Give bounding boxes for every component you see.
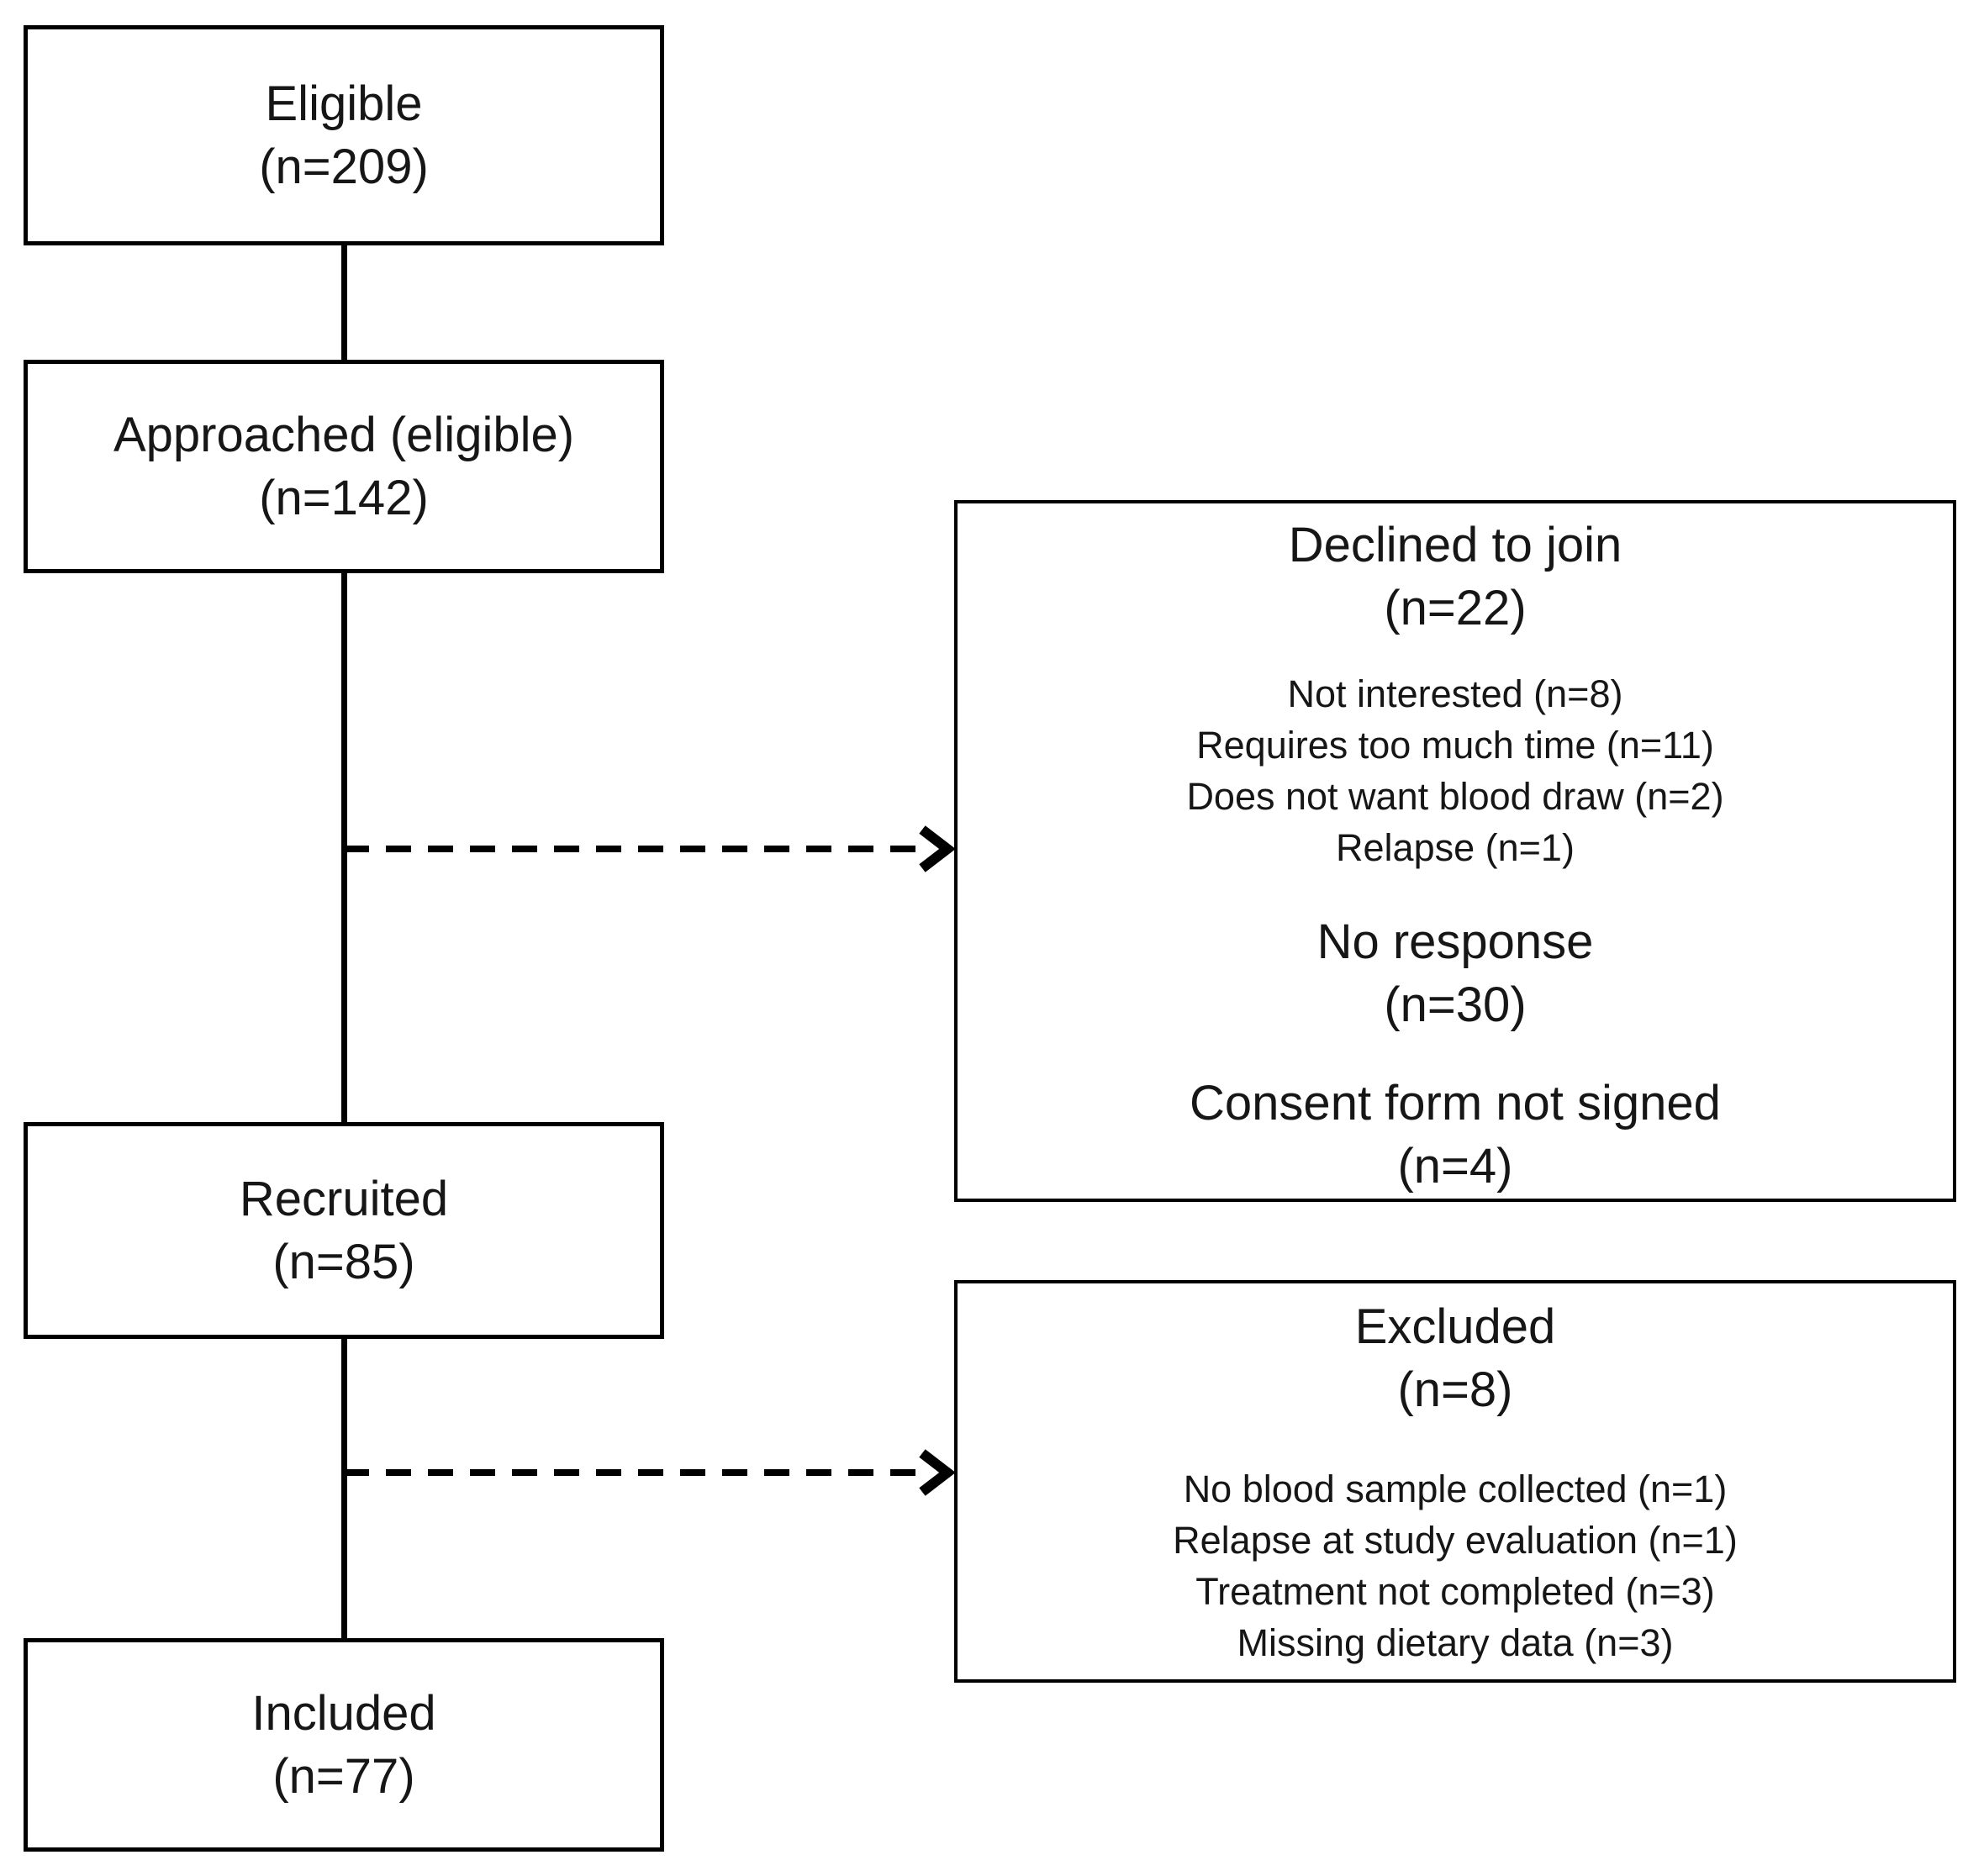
reason-list: No blood sample collected (n=1) Relapse … [958,1463,1953,1668]
flow-box-recruited: Recruited (n=85) [24,1122,664,1339]
group-count: (n=30) [1384,978,1527,1032]
box-label: Approached (eligible) [113,408,575,462]
group-title: Consent form not signed [1190,1076,1721,1130]
reason-item: No blood sample collected (n=1) [1183,1468,1728,1510]
arrowhead-icon [919,1449,954,1496]
reason-group: Excluded (n=8) [958,1295,1953,1421]
group-title: Declined to join [1288,518,1622,572]
group-title: Excluded [1354,1299,1556,1354]
connector-recruited-included [341,1336,347,1640]
box-count: (n=85) [272,1235,415,1289]
connector-eligible-approached [341,245,347,363]
group-title: No response [1316,914,1594,969]
dashed-arrow-to-excluded [344,1449,954,1496]
group-count: (n=22) [1384,581,1527,635]
flow-box-excluded: Excluded (n=8) No blood sample collected… [954,1280,1956,1683]
reason-item: Missing dietary data (n=3) [1237,1621,1674,1664]
reason-group: Consent form not signed (n=4) [958,1072,1953,1198]
reason-item: Relapse (n=1) [1336,826,1575,869]
group-count: (n=8) [1397,1362,1513,1417]
reason-list: Not interested (n=8) Requires too much t… [958,668,1953,873]
arrowhead-icon [919,825,954,872]
reason-item: Treatment not completed (n=3) [1195,1570,1715,1613]
group-count: (n=4) [1397,1139,1513,1194]
reason-item: Relapse at study evaluation (n=1) [1173,1519,1738,1562]
reason-group: No response (n=30) [958,910,1953,1036]
box-label: Included [251,1686,436,1741]
reason-item: Requires too much time (n=11) [1196,724,1714,767]
box-count: (n=209) [259,140,429,194]
flow-box-approached: Approached (eligible) (n=142) [24,360,664,573]
flow-box-eligible: Eligible (n=209) [24,25,664,245]
box-count: (n=142) [259,471,429,525]
box-label: Eligible [265,76,423,131]
reason-item: Not interested (n=8) [1287,672,1623,715]
dashed-line [344,1469,922,1476]
flow-box-declined-to-join: Declined to join (n=22) Not interested (… [954,500,1956,1202]
flow-box-included: Included (n=77) [24,1638,664,1852]
dashed-arrow-to-declined [344,825,954,872]
reason-item: Does not want blood draw (n=2) [1186,775,1724,818]
reason-group: Declined to join (n=22) [958,514,1953,640]
dashed-line [344,846,922,852]
box-label: Recruited [239,1172,449,1226]
box-count: (n=77) [272,1749,415,1804]
